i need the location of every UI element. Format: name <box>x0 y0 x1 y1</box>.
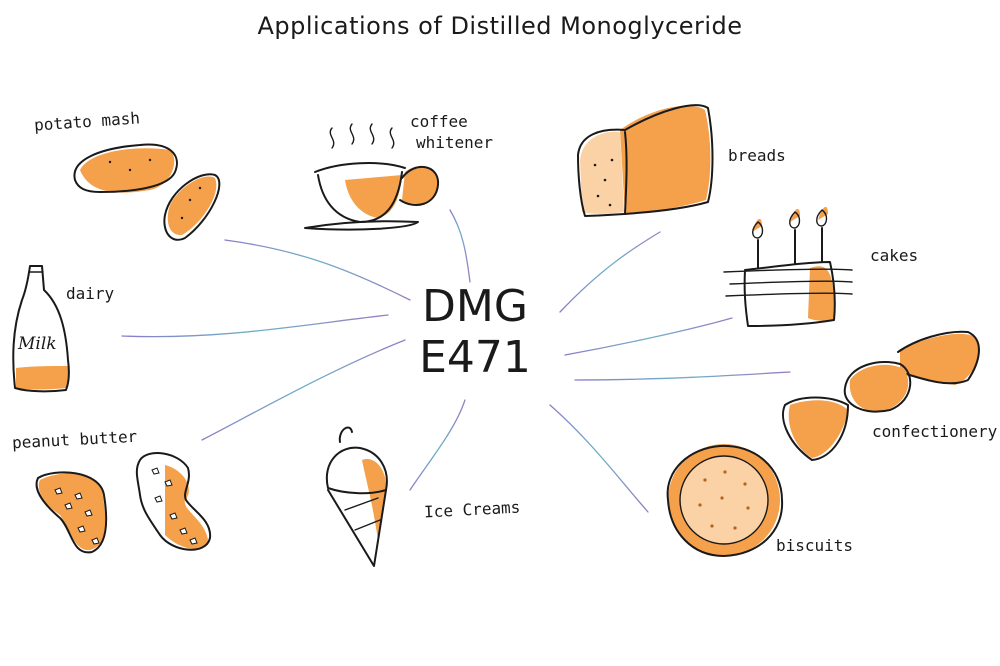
label-coffee-whitener-line-2: whitener <box>416 133 494 152</box>
page-title: Applications of Distilled Monoglyceride <box>257 12 743 40</box>
candy-icon <box>782 330 980 461</box>
potato-mash-icon <box>73 143 221 241</box>
connector-breads <box>559 231 661 313</box>
ice-cream-icon <box>325 426 388 567</box>
label-cakes: cakes <box>870 246 919 265</box>
center-node-line-2: E471 <box>419 331 531 383</box>
connector-coffee-whitener <box>449 209 471 283</box>
center-node: DMG E471 <box>405 281 545 383</box>
connector-lines <box>121 209 791 513</box>
biscuit-icon <box>666 444 784 557</box>
connector-biscuits <box>549 404 649 513</box>
coffee-cup-icon <box>304 123 440 231</box>
peanut-butter-icon <box>35 452 212 554</box>
connector-cakes <box>564 317 733 356</box>
label-biscuits: biscuits <box>776 536 854 555</box>
connector-ice-creams <box>409 399 466 491</box>
center-node-line-1: DMG <box>422 281 528 332</box>
connector-confectionery <box>574 371 791 381</box>
milk-bottle-label: Milk <box>18 334 57 354</box>
label-breads: breads <box>728 146 786 165</box>
bread-icon <box>577 104 714 217</box>
cake-icon <box>723 206 853 327</box>
connector-dairy <box>121 314 389 338</box>
milk-bottle-icon <box>12 265 70 393</box>
label-coffee-whitener-line-1: coffee <box>410 112 468 131</box>
connector-potato-mash <box>224 239 411 301</box>
label-confectionery: confectionery <box>872 422 998 441</box>
label-dairy: dairy <box>66 284 115 303</box>
connector-peanut-butter <box>201 339 406 441</box>
